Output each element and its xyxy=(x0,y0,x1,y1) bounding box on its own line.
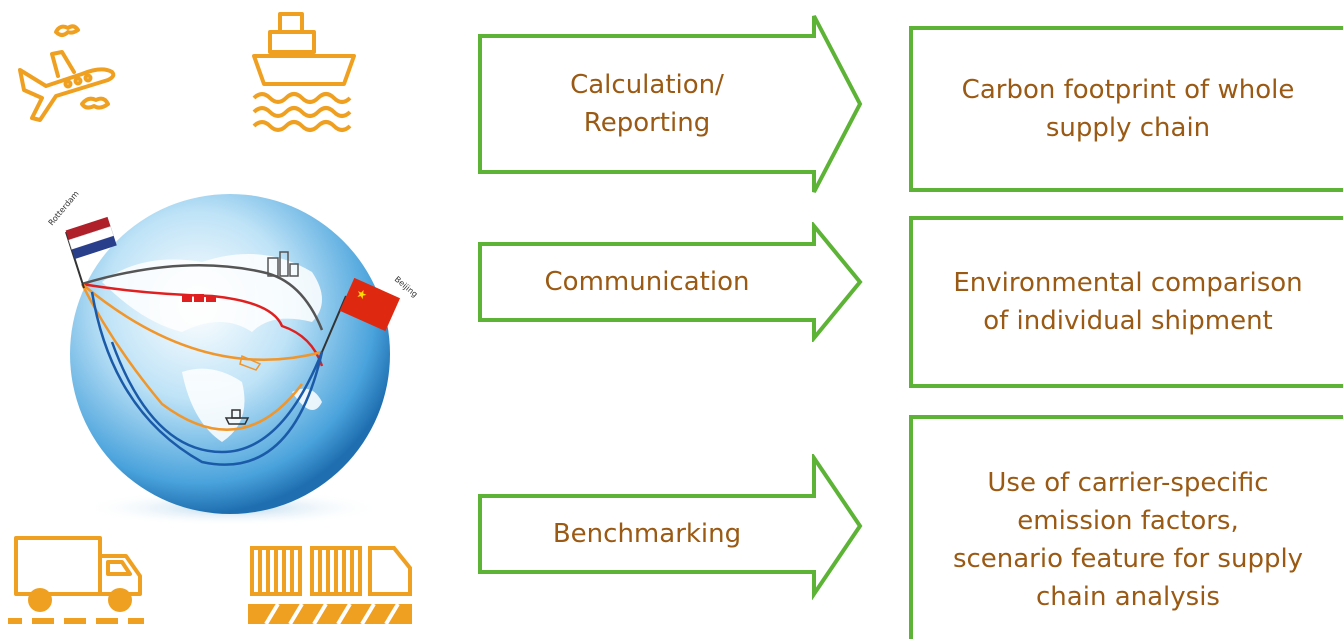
arrow-label-line1: Calculation/ xyxy=(570,70,724,100)
arrow-label-benchmarking: Benchmarking xyxy=(552,519,742,549)
outcome-carbon-footprint: Carbon footprint of whole supply chain xyxy=(909,26,1343,192)
arrow-label-line2: Reporting xyxy=(583,108,711,138)
outcome-line: Environmental comparison xyxy=(953,268,1303,298)
globe-illustration: Rotterdam ★ Beijing xyxy=(47,192,420,526)
outcome-line: of individual shipment xyxy=(983,306,1273,336)
train-icon xyxy=(248,546,412,626)
outcome-carrier-emission-factors: Use of carrier-specific emission factors… xyxy=(909,415,1343,639)
truck-icon xyxy=(8,536,144,624)
arrow-communication: Communication xyxy=(476,222,866,342)
airplane-icon xyxy=(18,24,116,122)
arrow-calculation-reporting: Calculation/ Reporting xyxy=(476,12,866,196)
outcome-line: scenario feature for supply xyxy=(952,544,1304,574)
origin-label: Rotterdam xyxy=(47,192,81,227)
svg-text:★: ★ xyxy=(354,286,370,303)
outcome-line: supply chain xyxy=(1045,113,1211,143)
outcome-line: emission factors, xyxy=(1017,506,1239,536)
ship-icon xyxy=(252,12,356,132)
arrow-label-communication: Communication xyxy=(544,267,750,297)
outcome-line: Carbon footprint of whole xyxy=(961,75,1295,105)
outcome-line: Use of carrier-specific xyxy=(987,468,1269,498)
destination-label: Beijing xyxy=(393,275,420,299)
outcome-line: chain analysis xyxy=(1036,582,1220,612)
outcome-environmental-comparison: Environmental comparison of individual s… xyxy=(909,216,1343,388)
arrow-benchmarking: Benchmarking xyxy=(476,454,866,600)
